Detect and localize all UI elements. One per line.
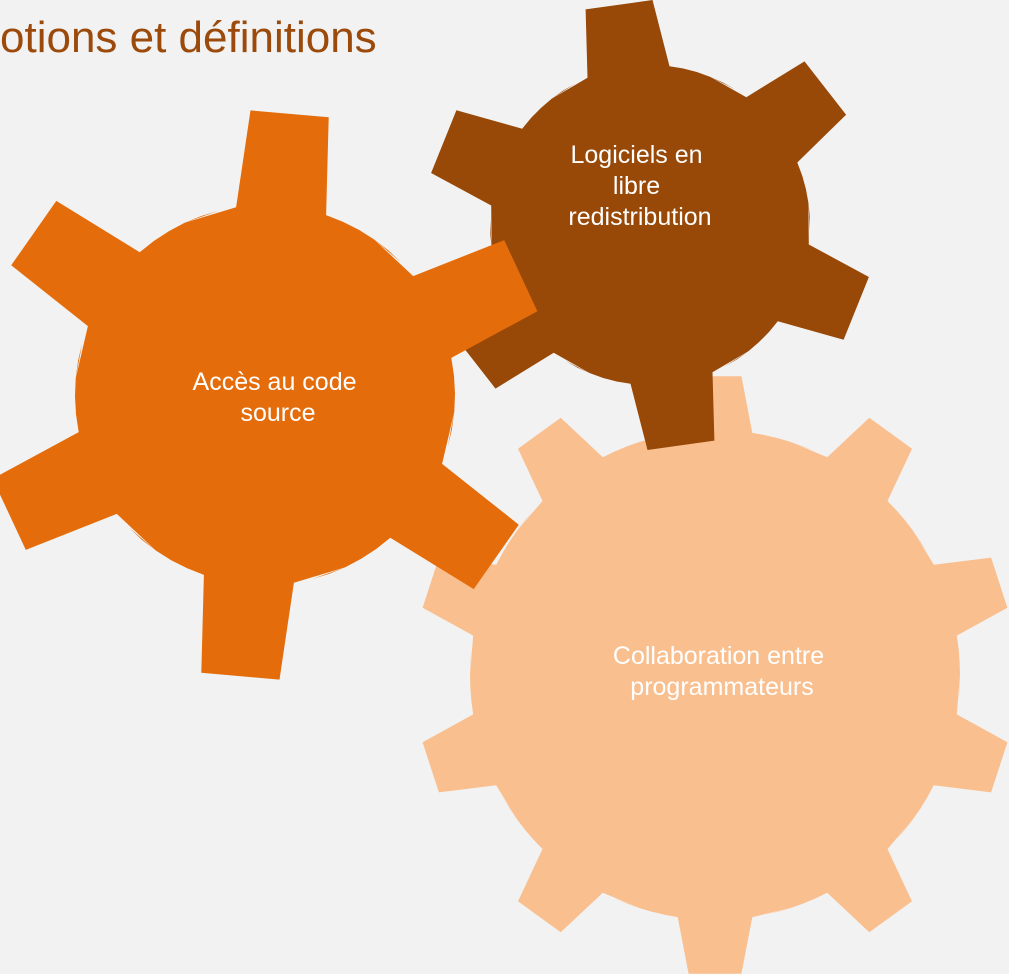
gear-source-label-line-1: Accès au code (193, 368, 357, 396)
gear-redistribution: Logiciels en libre redistribution (431, 0, 869, 450)
gear-redistribution-label-line-2: libre (613, 172, 660, 200)
gear-redistribution-label-line-1: Logiciels en (571, 141, 703, 169)
gear-collaboration-label-line-2: programmateurs (630, 673, 813, 701)
slide-title: otions et définitions (0, 13, 377, 62)
gear-redistribution-label-line-3: redistribution (568, 203, 711, 231)
gear-redistribution-label: Logiciels en libre redistribution (568, 141, 711, 231)
gear-source-label: Accès au code source (193, 368, 364, 427)
gear-redistribution-shape (431, 0, 869, 450)
gear-collaboration-label-line-1: Collaboration entre (613, 642, 824, 670)
gear-collaboration-shape (422, 376, 1008, 974)
gear-collaboration: Collaboration entre programmateurs (422, 376, 1008, 974)
gear-collaboration-label: Collaboration entre programmateurs (613, 642, 831, 701)
gear-source-shape (0, 110, 538, 680)
gear-source: Accès au code source (0, 110, 538, 680)
gear-source-label-line-2: source (240, 399, 315, 427)
